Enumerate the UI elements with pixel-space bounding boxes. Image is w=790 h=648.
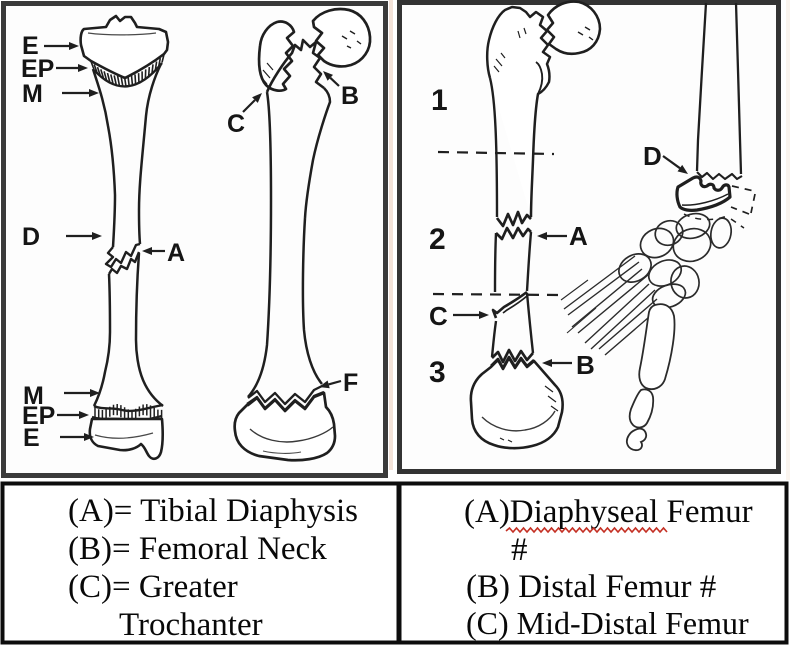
svg-text:D: D [22, 223, 40, 251]
svg-text:(B) Distal Femur #: (B) Distal Femur # [466, 569, 716, 605]
svg-text:(A)Diaphyseal Femur: (A)Diaphyseal Femur [464, 494, 753, 530]
svg-text:M: M [23, 382, 44, 410]
svg-text:B: B [576, 350, 595, 380]
svg-text:(A)= Tibial Diaphysis: (A)= Tibial Diaphysis [68, 493, 358, 529]
svg-text:EP: EP [22, 402, 55, 430]
svg-text:EP: EP [21, 55, 54, 83]
svg-text:#: # [511, 532, 528, 568]
svg-text:F: F [343, 369, 358, 397]
svg-text:1: 1 [431, 84, 448, 117]
svg-text:B: B [341, 82, 359, 110]
svg-text:A: A [569, 221, 588, 251]
svg-text:(C) Mid-Distal Femur: (C) Mid-Distal Femur [466, 605, 749, 641]
svg-text:(C)= Greater: (C)= Greater [68, 569, 238, 605]
svg-text:M: M [22, 80, 43, 108]
svg-text:E: E [23, 424, 40, 452]
svg-text:C: C [429, 301, 448, 331]
svg-text:A: A [167, 239, 185, 267]
svg-text:2: 2 [429, 223, 446, 256]
svg-text:D: D [643, 141, 662, 171]
svg-text:E: E [22, 32, 39, 60]
svg-text:3: 3 [429, 356, 446, 389]
svg-text:Trochanter: Trochanter [119, 607, 263, 643]
svg-text:C: C [227, 110, 245, 138]
svg-text:(B)= Femoral Neck: (B)= Femoral Neck [68, 531, 327, 567]
